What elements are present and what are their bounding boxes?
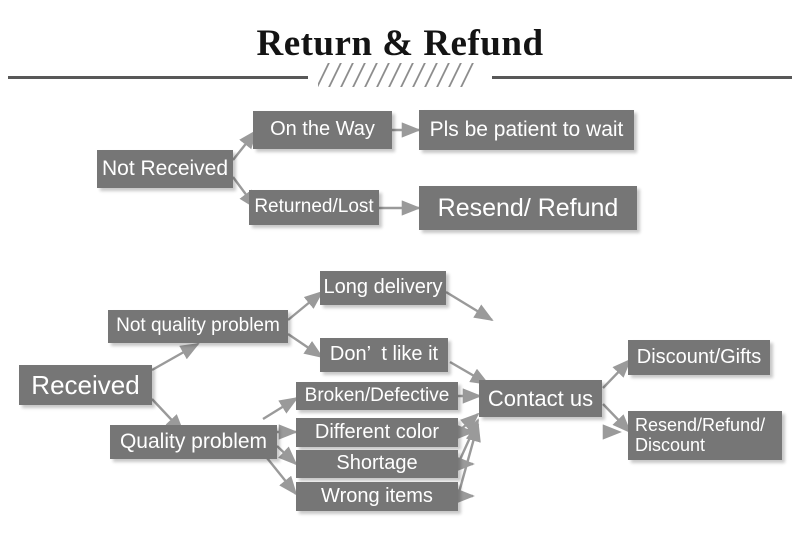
node-broken-defective[interactable]: Broken/Defective — [296, 382, 458, 410]
node-not-received[interactable]: Not Received — [97, 150, 233, 188]
node-wrong-items[interactable]: Wrong items — [296, 482, 458, 511]
node-shortage[interactable]: Shortage — [296, 450, 458, 478]
node-discount-gifts[interactable]: Discount/Gifts — [628, 340, 770, 375]
node-contact-us[interactable]: Contact us — [479, 380, 602, 417]
divider-line-left — [8, 76, 308, 79]
node-on-the-way[interactable]: On the Way — [253, 111, 392, 149]
node-long-delivery[interactable]: Long delivery — [320, 271, 446, 305]
divider-line-right — [492, 76, 792, 79]
node-received[interactable]: Received — [19, 365, 152, 405]
node-different-color[interactable]: Different color — [296, 418, 458, 447]
node-not-quality-problem[interactable]: Not quality problem — [108, 310, 288, 343]
page-title: Return & Refund — [256, 23, 544, 64]
node-pls-be-patient-to-wait[interactable]: Pls be patient to wait — [419, 110, 634, 150]
node-dont-like-it[interactable]: Don’ t like it — [320, 338, 448, 372]
hatched-divider-icon — [318, 63, 482, 87]
node-quality-problem[interactable]: Quality problem — [110, 425, 277, 459]
node-resend-refund-discount[interactable]: Resend/Refund/ Discount — [628, 411, 782, 460]
node-returned-lost[interactable]: Returned/Lost — [249, 190, 379, 225]
node-resend-refund[interactable]: Resend/ Refund — [419, 186, 637, 230]
